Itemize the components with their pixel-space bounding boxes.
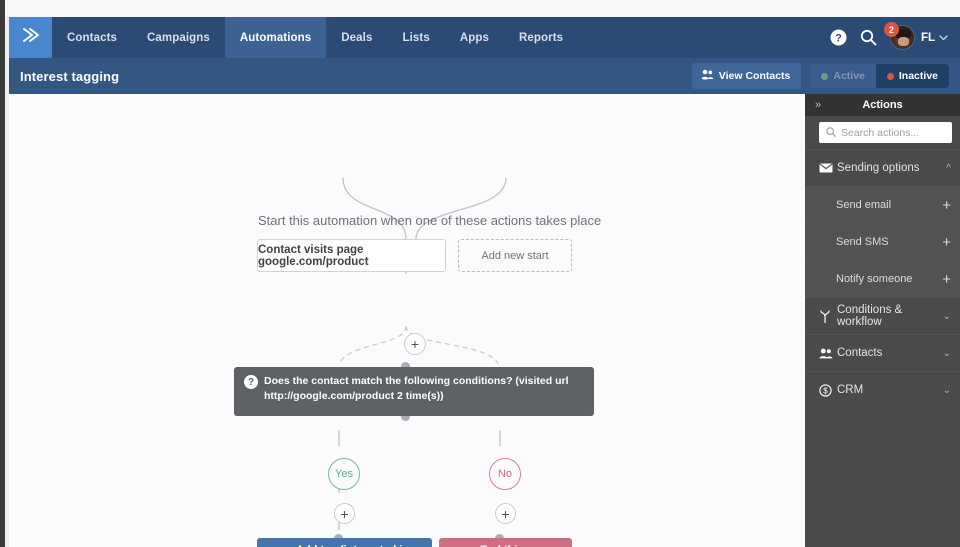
branch-icon — [819, 309, 837, 323]
start-trigger-node[interactable]: Contact visits page google.com/product — [257, 239, 446, 272]
actions-search-wrapper — [805, 116, 960, 149]
state-active-button[interactable]: Active — [810, 64, 876, 88]
svg-text:$: $ — [823, 386, 828, 395]
search-icon — [826, 124, 836, 142]
condition-node[interactable]: ? Does the contact match the following c… — [234, 367, 594, 416]
user-initials-text: FL — [920, 31, 935, 44]
actions-sidebar: » Actions Sending optio — [805, 94, 960, 547]
add-tag-node[interactable]: Add tag (interested in widgets) — [257, 538, 432, 547]
actions-sidebar-header: » Actions — [805, 94, 960, 116]
search-icon[interactable] — [860, 29, 877, 46]
start-instruction-label: Start this automation when one of these … — [258, 213, 602, 228]
branch-no-pill[interactable]: No — [489, 458, 521, 490]
nav-item-lists[interactable]: Lists — [402, 31, 430, 44]
end-automation-node-no-branch[interactable]: End this automation — [439, 538, 572, 547]
sidebar-item-label: Notify someone — [836, 273, 913, 285]
sidebar-item-send-email[interactable]: Send email + — [805, 186, 960, 223]
state-inactive-button[interactable]: Inactive — [875, 64, 949, 88]
double-chevron-right-icon — [21, 26, 41, 49]
nav-right-cluster: ? 2 FL — [830, 17, 960, 58]
sidebar-group-conditions-workflow[interactable]: Conditions & workflow ⌄ — [805, 297, 960, 334]
branch-yes-pill[interactable]: Yes — [328, 458, 360, 490]
add-step-button-no-branch[interactable]: + — [495, 503, 516, 524]
people-icon — [819, 348, 837, 359]
logo-button[interactable] — [9, 17, 52, 58]
contacts-icon — [701, 69, 714, 83]
window-top-edge — [0, 0, 960, 17]
notification-badge[interactable]: 2 — [883, 22, 899, 37]
automation-subheader: Interest tagging View Contacts — [9, 58, 960, 94]
nav-item-campaigns[interactable]: Campaigns — [147, 31, 210, 44]
add-action-icon[interactable]: + — [942, 196, 951, 214]
search-actions-field[interactable] — [819, 122, 952, 143]
nav-item-reports[interactable]: Reports — [518, 31, 564, 44]
add-step-button-root[interactable]: + — [404, 333, 426, 355]
sidebar-group-label: Contacts — [837, 347, 883, 359]
sidebar-group-label: Conditions & workflow — [837, 304, 903, 328]
add-action-icon[interactable]: + — [942, 233, 951, 251]
search-actions-input[interactable] — [841, 126, 945, 139]
double-chevron-right-icon[interactable]: » — [815, 99, 822, 111]
top-navigation-bar: Contacts Campaigns Automations Deals Lis… — [9, 17, 960, 58]
add-new-start-label: Add new start — [481, 249, 549, 262]
automation-state-toggle: Active Inactive — [810, 64, 949, 88]
subheader-actions: View Contacts Active Inactive — [691, 63, 960, 89]
add-action-icon[interactable]: + — [942, 270, 951, 288]
sidebar-item-send-sms[interactable]: Send SMS + — [805, 223, 960, 260]
chevron-up-icon[interactable]: ^ — [946, 162, 951, 174]
sidebar-group-crm[interactable]: $ CRM ⌄ — [805, 371, 960, 408]
view-contacts-label: View Contacts — [718, 70, 791, 82]
sidebar-item-label: Send email — [836, 199, 892, 211]
add-new-start-node[interactable]: Add new start — [458, 239, 572, 272]
actions-sidebar-title: Actions — [862, 99, 903, 111]
nav-item-automations[interactable]: Automations — [224, 17, 327, 58]
condition-node-label: Does the contact match the following con… — [264, 375, 569, 402]
window-left-gutter — [5, 17, 9, 547]
sidebar-group-contacts[interactable]: Contacts ⌄ — [805, 334, 960, 371]
automation-canvas[interactable]: Start this automation when one of these … — [9, 94, 805, 547]
envelope-icon — [819, 163, 837, 173]
sidebar-group-sending-options[interactable]: Sending options ^ — [805, 149, 960, 186]
state-active-label: Active — [833, 70, 865, 82]
question-circle-icon[interactable]: ? — [830, 29, 847, 46]
question-mark-icon: ? — [244, 375, 258, 389]
sidebar-item-notify-someone[interactable]: Notify someone + — [805, 260, 960, 297]
sidebar-item-label: Send SMS — [836, 236, 889, 248]
sidebar-group-label: Sending options — [837, 162, 920, 174]
nav-item-contacts[interactable]: Contacts — [67, 31, 118, 44]
dollar-circle-icon: $ — [819, 383, 837, 397]
start-trigger-label: Contact visits page google.com/product — [258, 243, 369, 268]
svg-text:?: ? — [835, 32, 842, 44]
chevron-down-icon[interactable]: ⌄ — [942, 384, 951, 396]
window-left-edge — [0, 0, 5, 547]
connector-lines — [338, 177, 507, 530]
nav-item-deals[interactable]: Deals — [341, 31, 373, 44]
end-automation-label: End this automation — [480, 544, 572, 547]
active-status-dot — [821, 72, 829, 80]
chevron-down-icon — [939, 34, 948, 40]
primary-nav-items: Contacts Campaigns Automations Deals Lis… — [52, 17, 578, 58]
sidebar-group-label: CRM — [837, 384, 864, 396]
view-contacts-button[interactable]: View Contacts — [691, 63, 802, 89]
chevron-down-icon[interactable]: ⌄ — [942, 310, 951, 322]
inactive-status-dot — [886, 72, 894, 80]
connector-dot-condition-top — [401, 362, 410, 371]
page-title: Interest tagging — [20, 68, 120, 84]
add-step-button-yes-branch[interactable]: + — [334, 503, 355, 524]
add-tag-label: Add tag (interested in widgets) — [296, 544, 432, 547]
connector-dot-condition-bottom — [401, 412, 410, 421]
chevron-down-icon[interactable]: ⌄ — [942, 347, 951, 359]
user-initials-label: FL — [921, 32, 948, 44]
state-inactive-label: Inactive — [898, 70, 938, 82]
user-menu[interactable]: 2 FL — [883, 22, 948, 50]
nav-item-apps[interactable]: Apps — [459, 31, 489, 44]
